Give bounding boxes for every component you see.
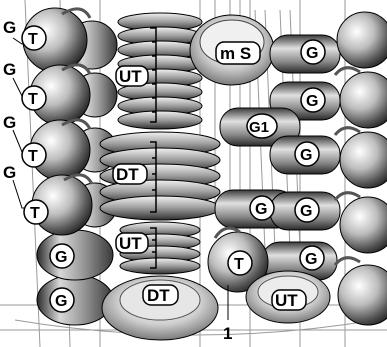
glass-label: G — [3, 113, 16, 132]
glass-label: G — [306, 93, 318, 110]
small-plate-label: UT — [119, 234, 142, 253]
glass-label: G — [3, 18, 16, 37]
glass-label: G — [3, 60, 16, 79]
glass-label: G — [55, 293, 67, 310]
small-plate-label: UT — [275, 291, 298, 310]
glass-1-label: G1 — [249, 119, 269, 136]
glass-label: G — [306, 45, 318, 62]
small-plate-label: UT — [119, 67, 142, 86]
cup-label: T — [28, 148, 38, 165]
dinner-plate-label: DT — [147, 286, 170, 305]
dinner-plate-label: DT — [116, 165, 139, 184]
plate-stack — [99, 12, 221, 275]
glass-label: G — [300, 147, 312, 164]
cup-label: T — [28, 91, 38, 108]
glass-label: G — [300, 203, 312, 220]
cup-label: T — [28, 31, 38, 48]
glass-label: G — [55, 249, 67, 266]
right-cups — [333, 11, 387, 326]
plate-brackets — [150, 27, 157, 269]
small-bowl-label: m S — [220, 44, 251, 63]
glass-label: G — [255, 201, 267, 218]
cup-label: T — [234, 256, 244, 273]
label-text: G G G G T T T T G G UT DT UT DT m S G G … — [3, 18, 318, 343]
glass-label: G — [3, 163, 16, 182]
left-bottom-glasses — [36, 229, 114, 326]
badges — [21, 25, 326, 313]
cup-label: T — [30, 205, 40, 222]
glass-label: G — [305, 251, 317, 268]
left-cups — [22, 7, 118, 236]
callout-number: 1 — [223, 324, 232, 343]
